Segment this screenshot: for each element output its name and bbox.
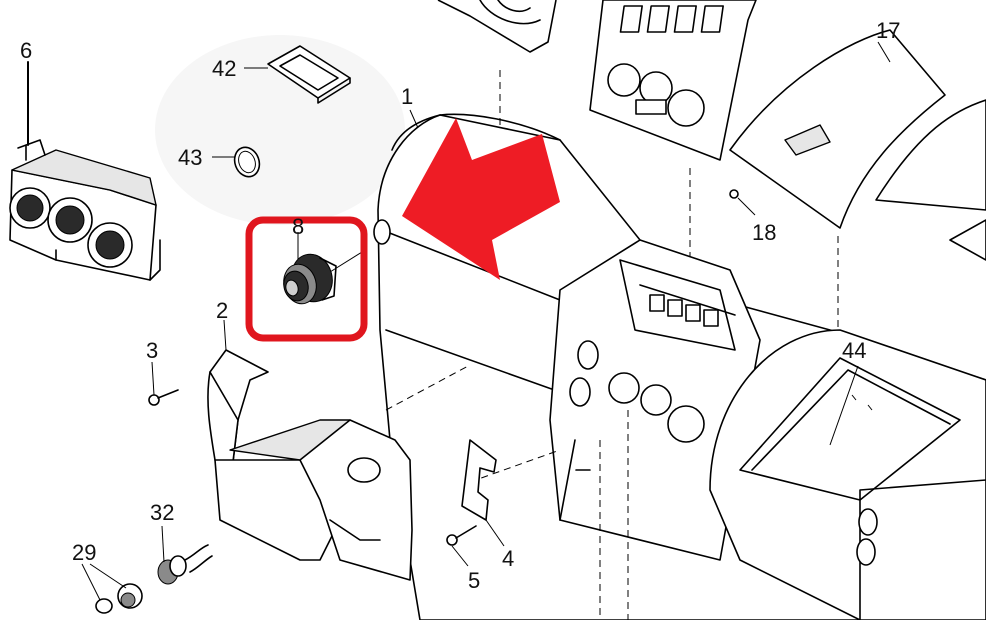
part-5-screw[interactable]	[446, 525, 477, 567]
part-3-screw[interactable]	[148, 361, 179, 406]
part-43-ring[interactable]	[231, 144, 264, 180]
part-4-bracket[interactable]	[461, 439, 505, 547]
part-1-dashboard[interactable]	[373, 0, 986, 620]
highlight-box	[245, 216, 368, 342]
callout-4: 4	[502, 546, 514, 571]
callout-42: 42	[212, 56, 236, 81]
callout-32: 32	[150, 500, 174, 525]
callout-3: 3	[146, 338, 158, 363]
callout-6: 6	[20, 38, 32, 63]
callout-18: 18	[752, 220, 776, 245]
knee-bolster-panel	[299, 419, 413, 581]
callout-5: 5	[468, 568, 480, 593]
callout-2: 2	[216, 298, 228, 323]
callout-8: 8	[292, 214, 304, 239]
part-29-lighter[interactable]	[81, 563, 143, 614]
callout-44: 44	[842, 338, 866, 363]
callout-17: 17	[876, 18, 900, 43]
callout-43: 43	[178, 145, 202, 170]
part-42-bezel[interactable]	[267, 45, 351, 104]
part-18-screw[interactable]	[729, 189, 756, 216]
part-6-climate-control-panel[interactable]	[9, 139, 161, 281]
callout-29: 29	[72, 540, 96, 565]
part-8-switch[interactable]	[279, 232, 363, 307]
part-32-socket[interactable]	[157, 525, 213, 585]
red-pointer-arrow-icon	[402, 118, 560, 280]
callout-1: 1	[401, 84, 413, 109]
